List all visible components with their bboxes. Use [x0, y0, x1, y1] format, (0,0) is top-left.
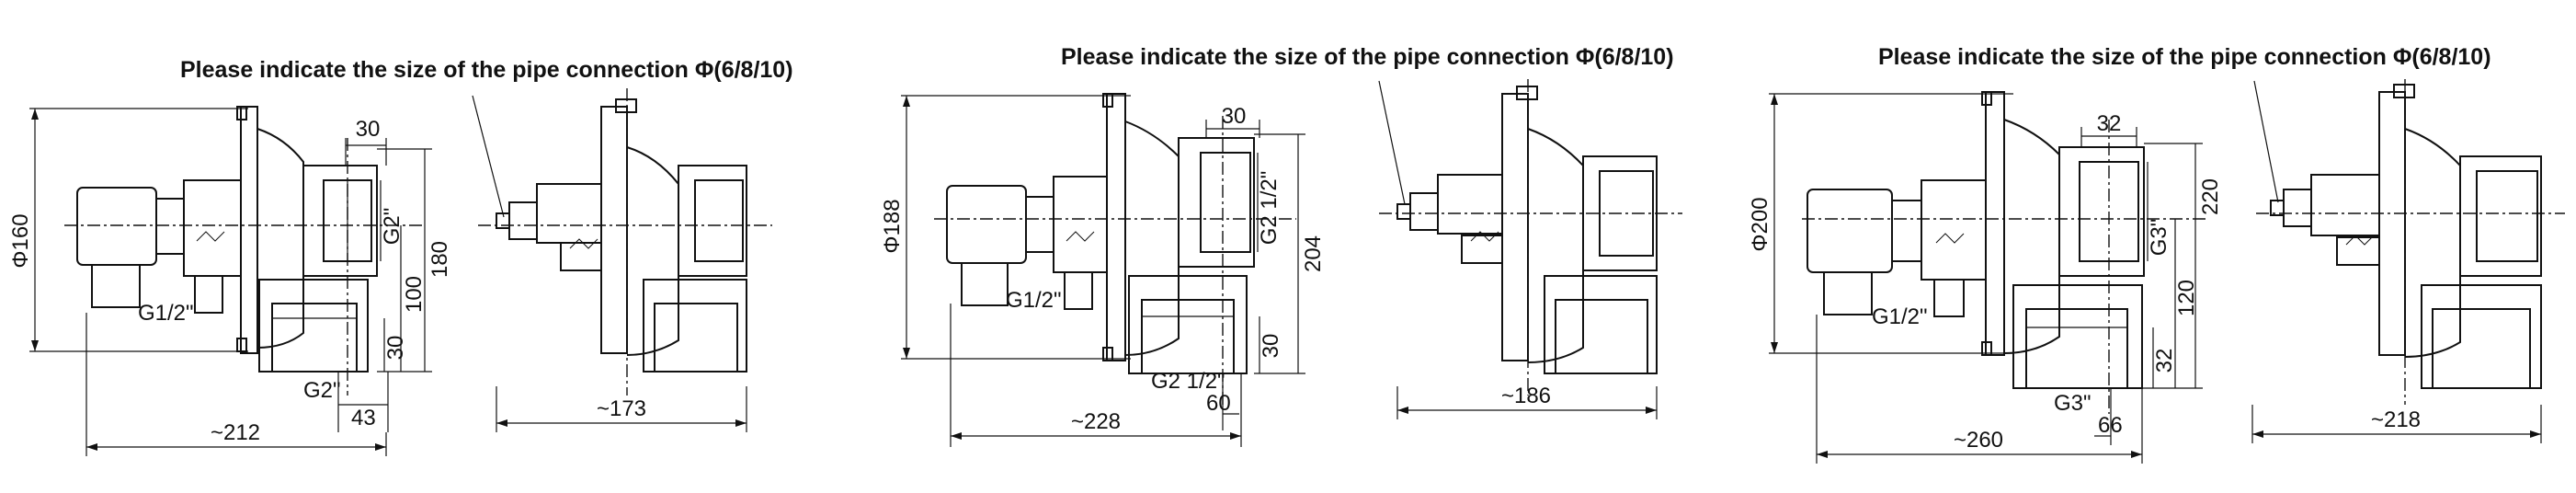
variant-2-front-view: ~186 — [1378, 79, 1682, 419]
variant-1-height-bottom: 30 — [383, 336, 408, 361]
variant-3-height-total: 220 — [2198, 178, 2223, 215]
variant-3-inlet-thread: G1/2" — [1872, 304, 1928, 329]
variant-1-side-width: ~212 — [211, 420, 260, 445]
variant-2-outlet-offset: 60 — [1206, 391, 1231, 416]
variant-1-side-view: Φ160 180 100 G2" 30 — [8, 106, 452, 456]
variant-3-port-thread: G3" — [2147, 219, 2171, 257]
variant-2-inlet-thread: G1/2" — [1006, 288, 1062, 313]
variant-3-height-mid: 120 — [2174, 280, 2199, 316]
variant-2-outlet-thread: G2 1/2" — [1151, 369, 1225, 394]
variant-1-inlet-thread: G1/2" — [138, 301, 194, 326]
variant-2-port-thread: G2 1/2" — [1257, 171, 1282, 246]
variant-1-outlet-thread: G2" — [303, 378, 341, 403]
pipe-size-note-1: Please indicate the size of the pipe con… — [180, 57, 793, 83]
variant-2-diameter: Φ188 — [880, 199, 905, 253]
variant-3-outlet-offset: 66 — [2098, 413, 2123, 438]
variant-3-side-width: ~260 — [1954, 428, 2003, 453]
variant-2-height-bottom: 30 — [1259, 334, 1283, 359]
variant-3-diameter: Φ200 — [1748, 197, 1772, 251]
variant-2-dim-top: 30 — [1222, 104, 1247, 129]
pipe-size-note-3: Please indicate the size of the pipe con… — [1878, 44, 2491, 70]
variant-2-front-width: ~186 — [1501, 384, 1551, 408]
variant-1-height-mid: 100 — [402, 276, 427, 313]
variant-1-height-total: 180 — [427, 241, 452, 278]
pipe-size-note-2: Please indicate the size of the pipe con… — [1061, 44, 1674, 70]
variant-1-outlet-offset: 43 — [351, 406, 376, 430]
variant-3-dim-top: 32 — [2097, 111, 2122, 136]
variant-1-dim-top: 30 — [356, 117, 381, 142]
variant-3-outlet-thread: G3" — [2054, 391, 2092, 416]
variant-2-side-width: ~228 — [1071, 409, 1121, 434]
variant-1-front-width: ~173 — [597, 396, 646, 421]
variant-1-port-thread: G2" — [380, 208, 405, 246]
variant-3-front-width: ~218 — [2371, 407, 2421, 432]
variant-3-side-view: Φ200 220 120 G3" 32 32 G1/2" — [1748, 91, 2223, 464]
variant-1-front-view: ~173 — [472, 88, 772, 432]
variant-2-height-total: 204 — [1301, 235, 1326, 272]
variant-1-diameter: Φ160 — [8, 213, 33, 268]
variant-3-height-bottom: 32 — [2152, 349, 2177, 373]
variant-2-side-view: Φ188 204 G2 1/2" 30 30 G1/2" G2 1/2" — [880, 93, 1326, 447]
variant-3-front-view: ~218 — [2251, 79, 2565, 443]
